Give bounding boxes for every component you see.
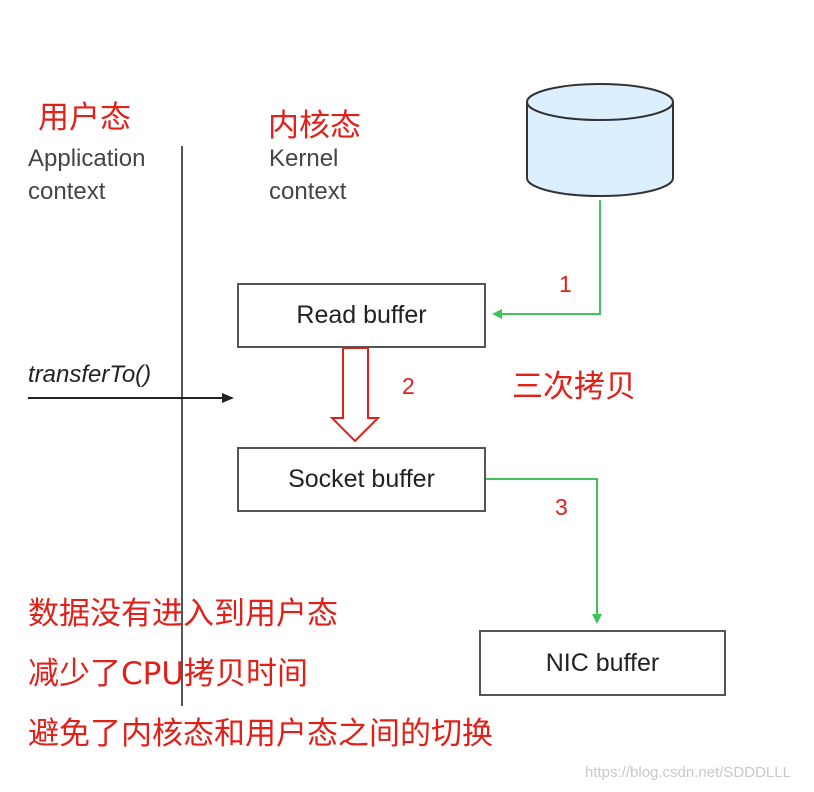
step-1-label: 1 <box>559 271 572 297</box>
read-buffer-label: Read buffer <box>296 301 427 329</box>
user-mode-label: 用户态 <box>38 100 131 136</box>
hollow-down-arrow-icon <box>329 347 381 443</box>
dma-copy-path-1 <box>492 200 601 319</box>
dma-copy-path-3 <box>484 478 602 624</box>
kernel-mode-label: 内核态 <box>268 108 361 144</box>
note-line-2: 减少了CPU拷贝时间 <box>28 656 309 692</box>
application-context-line1: Application <box>28 145 146 172</box>
kernel-context-label: Kernel context <box>269 142 346 208</box>
socket-buffer-box: Socket buffer <box>237 447 486 512</box>
nic-buffer-label: NIC buffer <box>545 648 660 677</box>
socket-buffer-label: Socket buffer <box>288 465 435 493</box>
note-line-3: 避免了内核态和用户态之间的切换 <box>28 716 493 752</box>
application-context-line2: context <box>28 178 106 205</box>
disk-icon <box>526 83 674 197</box>
watermark-text: https://blog.csdn.net/SDDDLLL <box>585 764 791 781</box>
step-3-label: 3 <box>555 494 568 520</box>
step-2-label: 2 <box>402 373 415 399</box>
kernel-context-line2: context <box>269 178 347 205</box>
application-context-label: Application context <box>28 142 145 208</box>
kernel-context-line1: Kernel <box>269 145 339 172</box>
transferto-label: transferTo() <box>28 361 152 388</box>
read-buffer-box: Read buffer <box>237 283 486 348</box>
nic-buffer-box: NIC buffer <box>479 630 726 696</box>
three-copies-label: 三次拷贝 <box>512 369 636 405</box>
note-line-1: 数据没有进入到用户态 <box>28 596 338 632</box>
